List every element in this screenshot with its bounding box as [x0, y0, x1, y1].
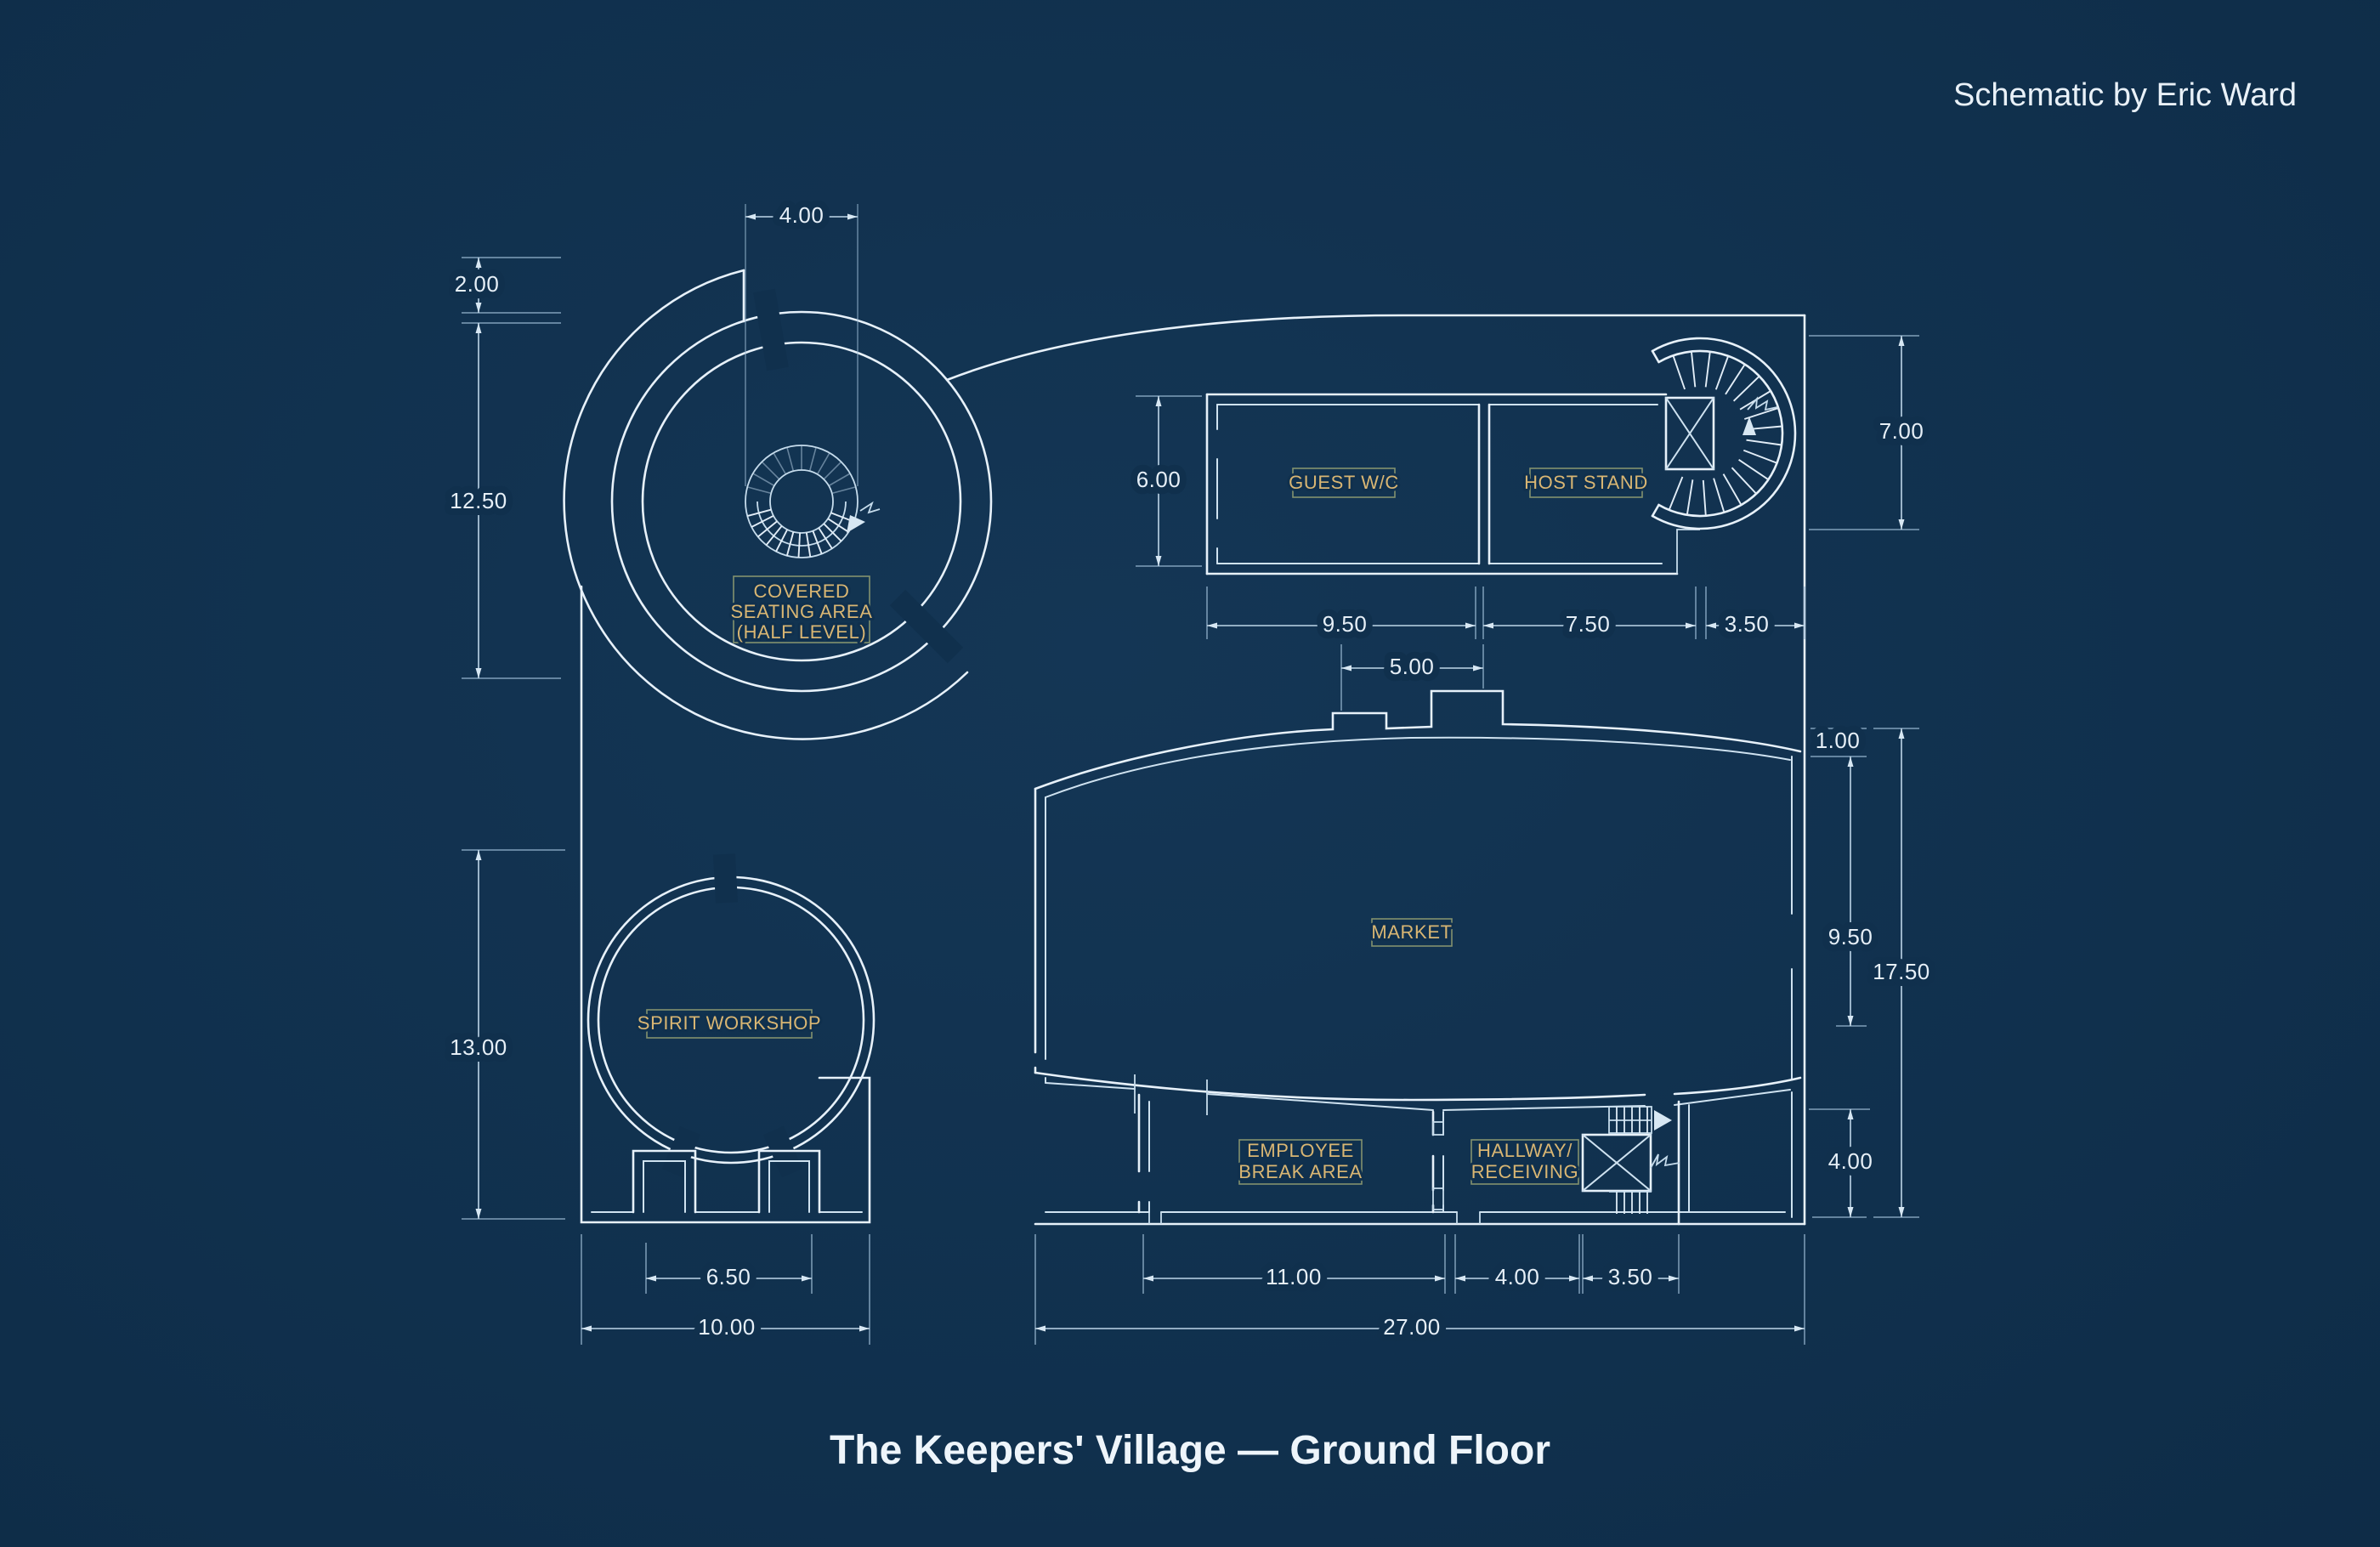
- dim-wc-left-wall: 6.00: [1136, 467, 1182, 492]
- covered-seating-area: [563, 269, 1806, 740]
- spiral-staircase-icon: [745, 445, 881, 558]
- svg-text:COVERED: COVERED: [754, 581, 850, 602]
- stair-direction-arrow-icon: [1654, 1110, 1672, 1130]
- dimension-lines: [475, 213, 1905, 1332]
- straight-stair: [1608, 1106, 1680, 1214]
- upper-spiral-stair: [1651, 337, 1797, 530]
- dim-wc-width: 9.50: [1323, 611, 1368, 637]
- dim-arc-gap: 2.00: [455, 271, 500, 297]
- dim-workshop-height: 13.00: [450, 1034, 507, 1060]
- dim-lower-stair-width: 3.50: [1608, 1264, 1653, 1289]
- dim-main-width: 27.00: [1383, 1314, 1441, 1340]
- spirit-workshop-room: [586, 853, 876, 1214]
- page-title: The Keepers' Village — Ground Floor: [830, 1428, 1550, 1473]
- svg-text:RECEIVING: RECEIVING: [1471, 1161, 1578, 1182]
- building-outline: [580, 314, 1806, 1226]
- room-label-market: MARKET: [1368, 918, 1454, 947]
- room-labels: COVERED SEATING AREA (HALF LEVEL) GUEST …: [635, 468, 1650, 1185]
- room-label-host-stand: HOST STAND: [1522, 468, 1650, 498]
- room-label-guest-wc: GUEST W/C: [1286, 468, 1401, 498]
- svg-text:MARKET: MARKET: [1371, 921, 1452, 943]
- room-label-spirit-workshop: SPIRIT WORKSHOP: [635, 1009, 824, 1039]
- dim-break-width: 11.00: [1266, 1264, 1322, 1289]
- room-label-covered-seating: COVERED SEATING AREA (HALF LEVEL): [728, 575, 875, 645]
- svg-text:(HALF LEVEL): (HALF LEVEL): [737, 621, 867, 643]
- dim-host-width: 7.50: [1566, 611, 1611, 637]
- dim-stair-top-width: 4.00: [779, 202, 824, 228]
- dim-notch-span: 5.00: [1390, 654, 1435, 679]
- stair-direction-arrow-icon: [847, 515, 865, 533]
- room-label-hallway-receiving: HALLWAY/ RECEIVING: [1469, 1137, 1581, 1185]
- schematic-credit: Schematic by Eric Ward: [1953, 77, 2297, 113]
- guest-wc-host-stand-rooms: [1205, 337, 1797, 575]
- svg-text:HALLWAY/: HALLWAY/: [1477, 1140, 1572, 1161]
- room-label-employee-break: EMPLOYEE BREAK AREA: [1236, 1137, 1364, 1185]
- svg-text:EMPLOYEE: EMPLOYEE: [1247, 1140, 1354, 1161]
- dim-hall-width: 4.00: [1495, 1264, 1540, 1289]
- service-rooms: [1137, 1093, 1690, 1226]
- dim-workshop-width: 6.50: [706, 1264, 751, 1289]
- elevator-icon: [1664, 396, 1715, 471]
- elevator-icon: [1581, 1133, 1652, 1193]
- dim-right-inset: 1.00: [1816, 728, 1861, 753]
- svg-text:HOST STAND: HOST STAND: [1524, 472, 1648, 493]
- extension-lines: [462, 204, 1919, 1345]
- dim-market-side-height: 9.50: [1828, 924, 1873, 949]
- dim-right-total-height: 17.50: [1873, 959, 1930, 984]
- dim-service-height: 4.00: [1828, 1148, 1873, 1174]
- svg-text:GUEST W/C: GUEST W/C: [1289, 472, 1399, 493]
- svg-text:SPIRIT WORKSHOP: SPIRIT WORKSHOP: [638, 1012, 821, 1034]
- dim-upper-stair-height: 7.00: [1879, 418, 1924, 444]
- market-room: [1034, 689, 1802, 1115]
- break-line-icon: [1650, 1153, 1680, 1169]
- svg-text:SEATING AREA: SEATING AREA: [731, 601, 873, 622]
- svg-text:BREAK AREA: BREAK AREA: [1238, 1161, 1362, 1182]
- dim-seating-height: 12.50: [450, 488, 507, 513]
- stair-direction-arrow-icon: [1742, 416, 1756, 435]
- dim-upper-stair-width: 3.50: [1725, 611, 1770, 637]
- dim-left-wing-width: 10.00: [698, 1314, 756, 1340]
